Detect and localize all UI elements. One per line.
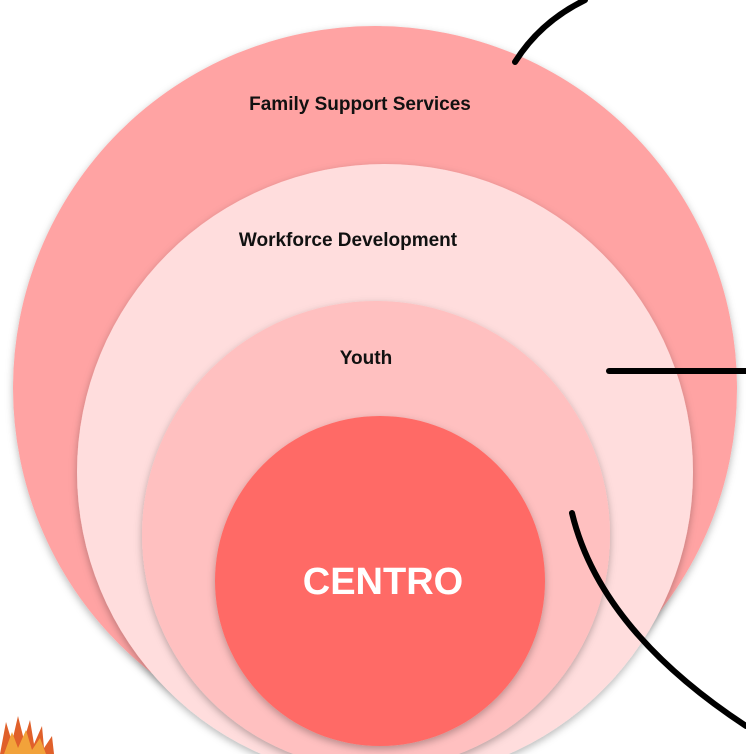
label-youth: Youth <box>340 348 392 369</box>
connector-line-outer <box>512 0 588 65</box>
connector-line-inner <box>569 510 746 729</box>
label-family-support-services: Family Support Services <box>249 94 471 115</box>
core-centro <box>215 416 545 746</box>
label-workforce-development: Workforce Development <box>239 230 458 251</box>
flower-inner-petals <box>4 730 46 754</box>
flower-decoration <box>0 716 54 754</box>
label-centro: CENTRO <box>303 561 463 603</box>
